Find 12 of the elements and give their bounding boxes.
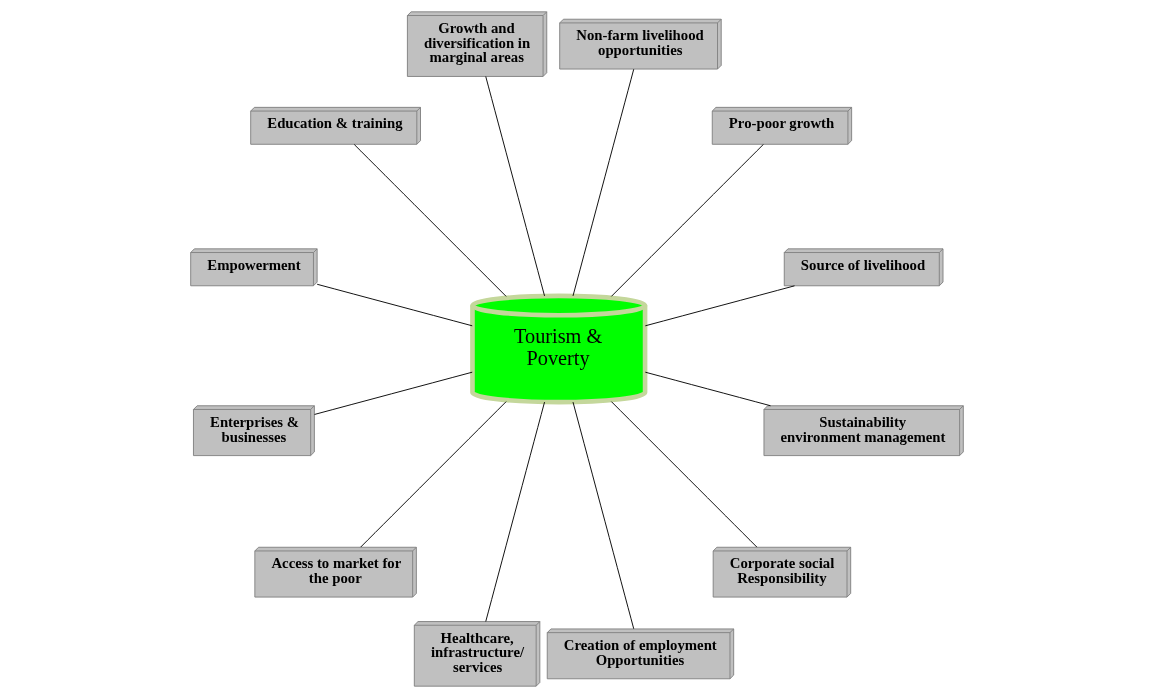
connector <box>610 401 758 548</box>
connector <box>314 371 473 415</box>
connector <box>572 68 635 297</box>
connector <box>485 401 545 622</box>
connector <box>485 76 545 297</box>
connector <box>353 144 507 297</box>
connector <box>316 283 473 327</box>
connector <box>644 371 771 407</box>
connector <box>610 144 764 297</box>
connector <box>572 401 635 630</box>
connector <box>644 285 795 327</box>
connector <box>360 401 507 548</box>
